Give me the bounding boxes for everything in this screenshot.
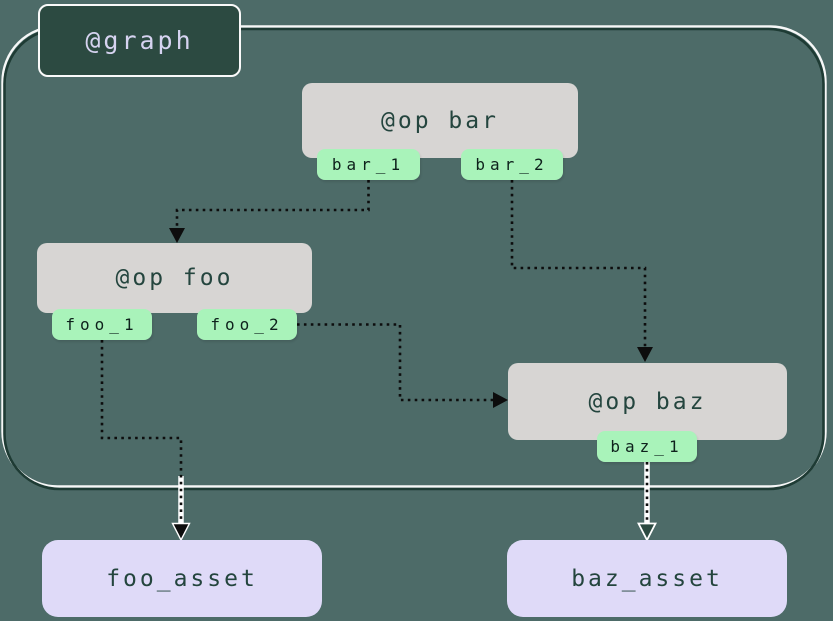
op-node-baz[interactable]: @op baz <box>508 363 787 440</box>
asset-node-baz-asset[interactable]: baz_asset <box>507 540 787 617</box>
output-tab-foo-1-label: foo_1 <box>65 315 139 334</box>
op-baz-title: @op baz <box>588 388 707 415</box>
output-tab-bar-1[interactable]: bar_1 <box>317 149 420 180</box>
output-tab-foo-2[interactable]: foo_2 <box>197 309 297 340</box>
graph-label-text: @graph <box>85 26 194 55</box>
edge-foo2-to-op-baz <box>297 323 508 408</box>
asset-foo-label: foo_asset <box>106 565 258 592</box>
edge-bar1-to-op-foo <box>169 180 370 243</box>
edge-baz1-to-baz-asset <box>637 462 657 542</box>
output-tab-baz-1-label: baz_1 <box>610 437 684 456</box>
op-node-bar[interactable]: @op bar <box>302 83 578 158</box>
output-tab-baz-1[interactable]: baz_1 <box>597 431 697 462</box>
graph-boundary-highlight <box>1 25 827 488</box>
op-node-foo[interactable]: @op foo <box>37 243 312 313</box>
output-tab-bar-2-label: bar_2 <box>475 155 549 174</box>
edge-bar2-to-op-baz <box>510 180 653 362</box>
op-bar-title: @op bar <box>381 107 499 134</box>
edge-foo1-to-foo-asset <box>100 340 191 542</box>
graph-label: @graph <box>38 4 241 77</box>
output-tab-foo-1[interactable]: foo_1 <box>52 309 152 340</box>
output-tab-bar-1-label: bar_1 <box>331 155 406 174</box>
output-tab-bar-2[interactable]: bar_2 <box>461 149 563 180</box>
output-tab-foo-2-label: foo_2 <box>210 315 284 334</box>
asset-baz-label: baz_asset <box>571 565 723 592</box>
graph-boundary <box>3 27 825 491</box>
op-foo-title: @op foo <box>115 265 234 291</box>
asset-node-foo-asset[interactable]: foo_asset <box>42 540 322 617</box>
